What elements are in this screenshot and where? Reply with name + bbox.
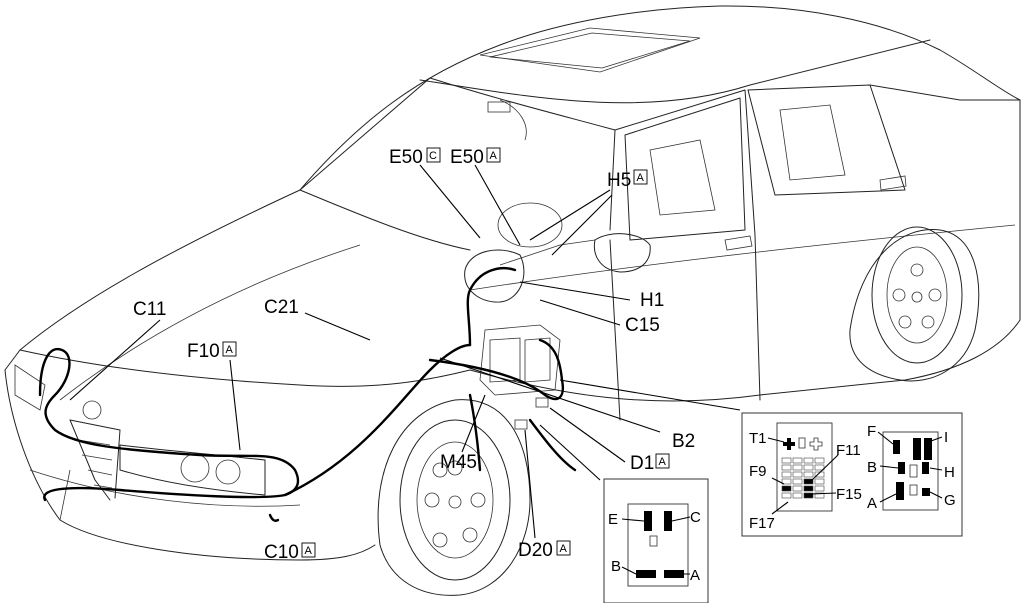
fuse-slot (814, 457, 825, 464)
fuse-label-f15: F15 (836, 486, 862, 503)
d20-pin-a: A (690, 567, 700, 584)
svg-text:C: C (429, 150, 437, 162)
fuse-label-f17: F17 (749, 515, 775, 532)
label-e50a: E50 A (450, 147, 501, 168)
d20-pin-b: B (611, 558, 621, 575)
fuse-label-f9: F9 (749, 463, 767, 480)
label-b2: B2 (672, 431, 695, 452)
svg-text:D1: D1 (630, 453, 654, 474)
fuse-slot (814, 492, 825, 499)
fuse-slot (792, 492, 803, 499)
fusebox-inset (741, 412, 963, 537)
relay-pin-f: F (867, 423, 876, 440)
label-m45: M45 (440, 452, 477, 473)
svg-text:A: A (490, 150, 498, 162)
fuse-slot (803, 457, 814, 464)
fuse-slot (781, 485, 792, 492)
svg-text:C10: C10 (264, 542, 299, 563)
svg-text:D20: D20 (518, 540, 553, 561)
label-h5a: H5 A (607, 169, 648, 191)
fuse-slot (792, 457, 803, 464)
d20-pin-e: E (608, 511, 618, 528)
label-c10a: C10 A (264, 542, 316, 563)
components (464, 239, 596, 430)
fuse-slot (792, 485, 803, 492)
svg-text:A: A (226, 344, 234, 356)
fuse-slot (781, 471, 792, 478)
relay-pin-h: H (944, 464, 955, 481)
relay-pin-i: I (944, 429, 948, 446)
relay-pin-b: B (867, 459, 877, 476)
svg-text:H5: H5 (607, 170, 631, 191)
label-c15: C15 (625, 315, 660, 336)
d20-pin-c: C (690, 509, 701, 526)
fuse-label-f11: F11 (836, 442, 861, 459)
fuse-slot (814, 464, 825, 471)
label-e50c: E50 C (389, 147, 441, 168)
svg-text:A: A (560, 543, 568, 555)
svg-text:F10: F10 (187, 341, 220, 362)
fuse-slot (781, 478, 792, 485)
relay-pin-a: A (867, 495, 877, 512)
fuse-slot (803, 478, 814, 485)
fuse-slot (781, 464, 792, 471)
fuse-label-t1: T1 (749, 430, 767, 447)
car-body (4, 5, 1021, 596)
fuse-slot (792, 471, 803, 478)
fuse-slot (792, 478, 803, 485)
callout-labels: E50 C E50 A H5 A H1 C15 C11 C21 F10 A B2… (133, 147, 956, 584)
svg-text:E50: E50 (389, 147, 423, 168)
label-h1: H1 (640, 290, 664, 311)
label-c21: C21 (264, 297, 299, 318)
fuse-slot (803, 485, 814, 492)
svg-text:E50: E50 (450, 147, 484, 168)
fuse-slot (814, 478, 825, 485)
label-d20a: D20 A (518, 540, 571, 561)
label-d1a: D1 A (630, 453, 670, 474)
leader-lines (69, 164, 741, 539)
svg-text:A: A (637, 172, 645, 184)
fuse-slot (792, 464, 803, 471)
connector-d20-inset (603, 478, 709, 603)
fuse-slot (803, 464, 814, 471)
relay-pin-g: G (944, 492, 956, 509)
fuse-slot (803, 492, 814, 499)
label-f10a: F10 A (187, 341, 237, 362)
wiring-harness (38, 267, 577, 522)
svg-text:A: A (659, 456, 667, 468)
fuse-slot (803, 471, 814, 478)
fuse-slot (781, 457, 792, 464)
fuse-slot (814, 471, 825, 478)
label-c11: C11 (133, 299, 166, 320)
fuse-slot (781, 492, 792, 499)
fuse-slot (814, 485, 825, 492)
svg-text:A: A (305, 545, 313, 557)
